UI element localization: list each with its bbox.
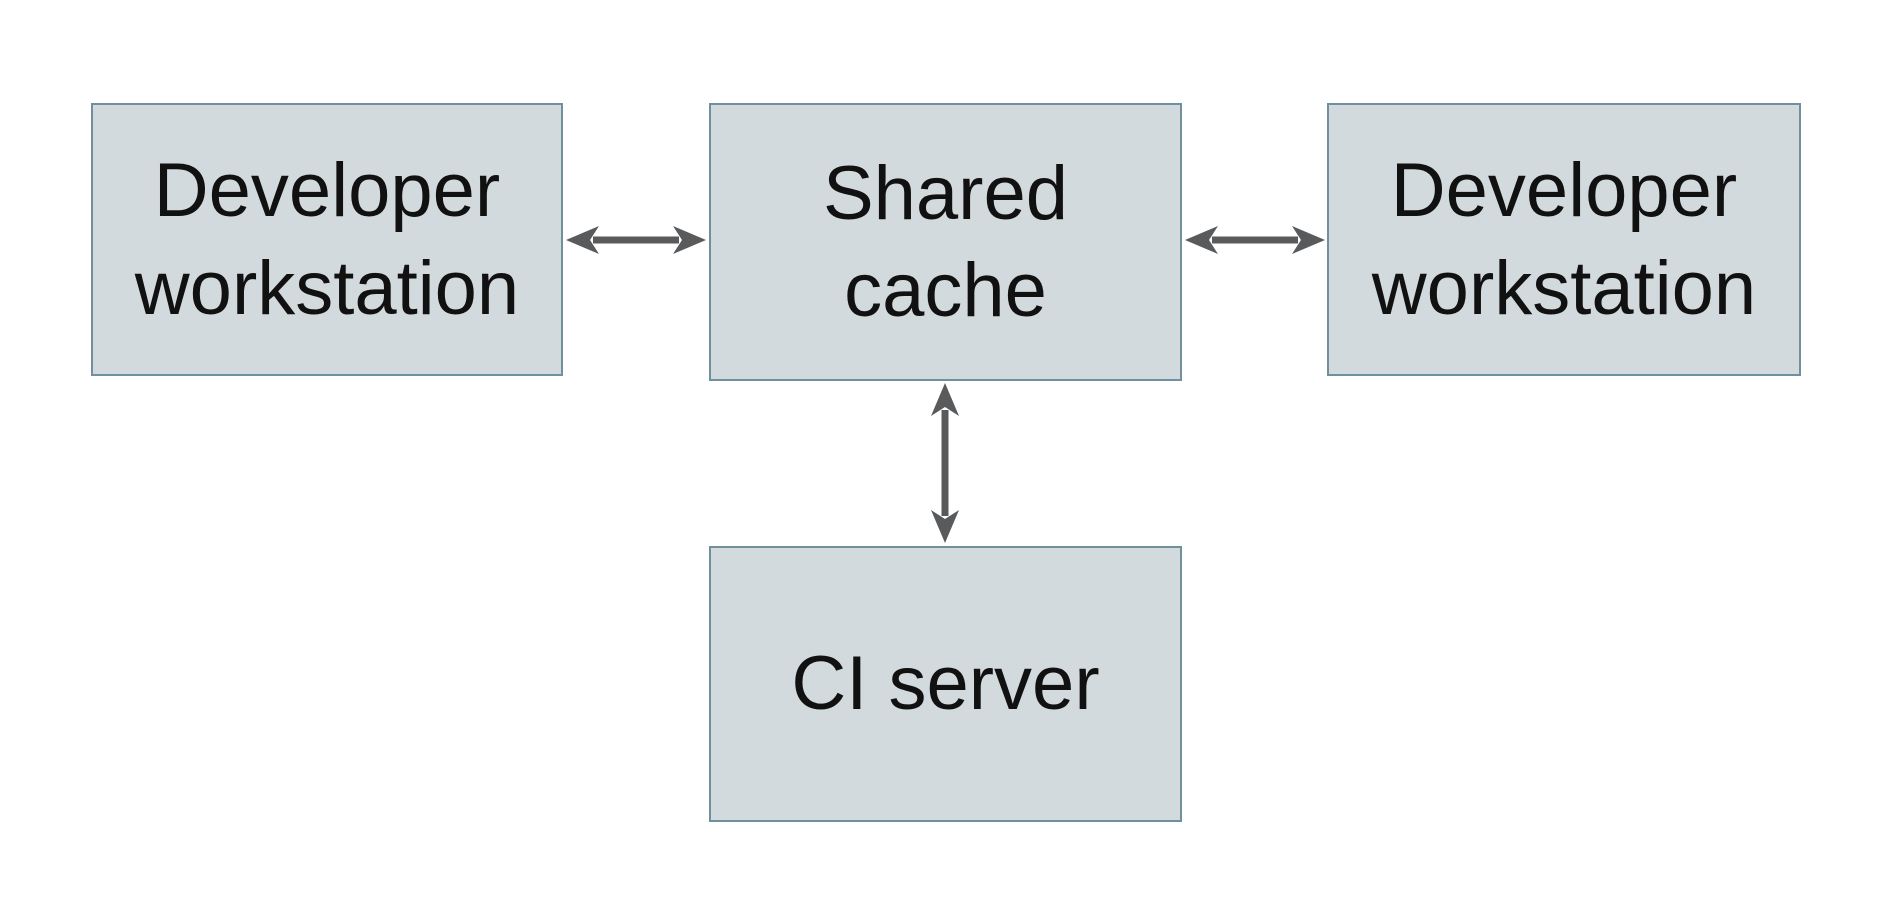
node-label: Developer workstation (134, 148, 520, 331)
node-developer-workstation-right: Developer workstation (1327, 103, 1801, 376)
node-label: CI server (791, 641, 1100, 727)
node-developer-workstation-left: Developer workstation (91, 103, 563, 376)
node-shared-cache: Shared cache (709, 103, 1182, 381)
bidirectional-arrow-workstation-left-cache (566, 226, 706, 254)
node-ci-server: CI server (709, 546, 1182, 822)
node-label: Shared cache (822, 150, 1069, 333)
node-label: Developer workstation (1371, 148, 1757, 331)
bidirectional-arrow-cache-ci-server (931, 383, 959, 543)
bidirectional-arrow-cache-workstation-right (1185, 226, 1325, 254)
